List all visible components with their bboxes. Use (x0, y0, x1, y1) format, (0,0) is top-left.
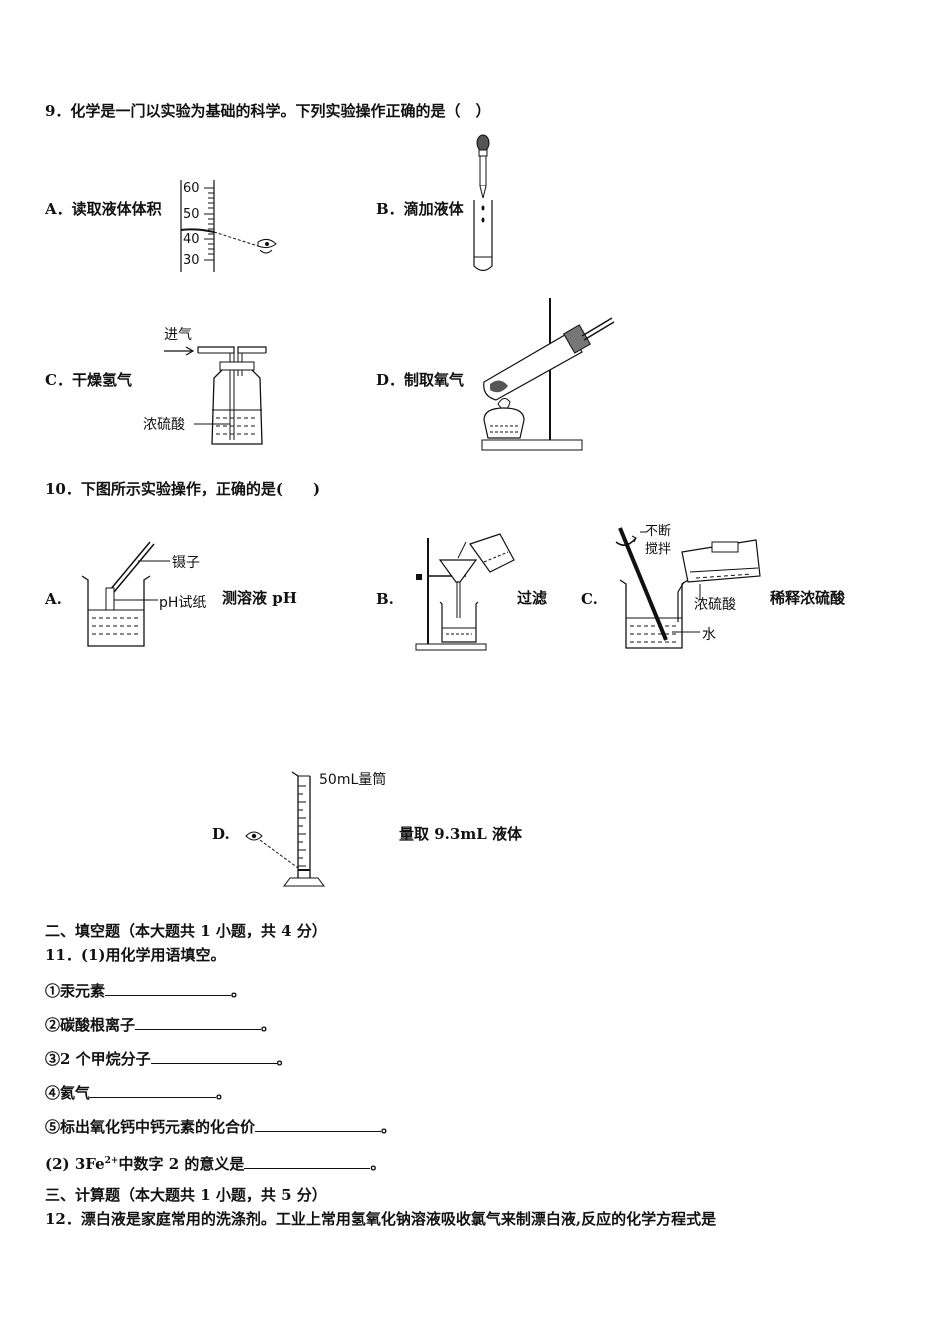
stir-label-2: 搅拌 (645, 542, 672, 557)
stir-label-1: 不断 (645, 524, 672, 539)
q9-dropper-figure (468, 132, 498, 277)
section3-heading: 三、计算题（本大题共 1 小题，共 5 分） (45, 1186, 327, 1204)
cylinder-capacity-label: 50mL量筒 (319, 772, 387, 788)
gas-inlet-label: 进气 (164, 327, 192, 343)
q9-gas-washing-bottle-figure (140, 320, 280, 455)
sulfuric-acid-label: 浓硫酸 (143, 417, 185, 433)
q11-item-3: ③2 个甲烷分子 。 (45, 1049, 292, 1068)
period: 。 (276, 1050, 292, 1068)
q10-option-b-letter: B. (376, 590, 394, 608)
q9-option-a: A．读取液体体积 (45, 200, 162, 218)
concentrated-acid-label: 浓硫酸 (694, 597, 736, 613)
q9-option-c: C．干燥氢气 (45, 371, 132, 389)
answer-blank-5[interactable] (255, 1117, 382, 1132)
q10-option-a-letter: A. (45, 590, 62, 608)
q11-part-2: (2) 3Fe2+中数字 2 的意义是 。 (45, 1152, 385, 1173)
q10-option-c-letter: C. (581, 590, 598, 608)
q9-stem: 9．化学是一门以实验为基础的科学。下列实验操作正确的是（ ） (45, 102, 491, 120)
answer-blank-3[interactable] (150, 1049, 277, 1064)
answer-blank-6[interactable] (244, 1154, 371, 1169)
q11-part-2-prefix: (2) 3Fe (45, 1155, 105, 1173)
scale-label-40: 40 (183, 232, 200, 247)
q11-item-3-text: ③2 个甲烷分子 (45, 1050, 151, 1068)
scale-label-50: 50 (183, 207, 200, 222)
q11-item-1: ①汞元素 。 (45, 981, 246, 1000)
ph-paper-label: pH试纸 (159, 595, 207, 611)
q11-item-1-text: ①汞元素 (45, 982, 106, 1000)
charge-superscript: 2+ (104, 1156, 119, 1166)
q11-item-5-text: ⑤标出氧化钙中钙元素的化合价 (45, 1118, 256, 1136)
q10-option-b-text: 过滤 (517, 589, 548, 607)
answer-blank-2[interactable] (135, 1015, 262, 1030)
q9-option-b: B．滴加液体 (376, 200, 464, 218)
scale-label-30: 30 (183, 253, 200, 268)
q10-option-c-text: 稀释浓硫酸 (770, 589, 846, 607)
period: 。 (231, 982, 247, 1000)
q10-option-d-letter: D. (212, 825, 230, 843)
period: 。 (370, 1155, 386, 1173)
q11-stem: 11．(1)用化学用语填空。 (45, 946, 226, 964)
q10-measuring-cylinder-figure (240, 766, 330, 892)
q11-part-2-text: 中数字 2 的意义是 (118, 1155, 245, 1173)
q9-option-d: D．制取氧气 (376, 371, 465, 389)
water-label: 水 (702, 627, 716, 643)
q10-dilution-figure (612, 522, 762, 657)
q10-filtration-figure (412, 530, 522, 655)
q9-graduated-scale-figure (176, 178, 286, 274)
q9-oxygen-apparatus-figure (470, 292, 620, 457)
q11-item-2-text: ②碳酸根离子 (45, 1016, 136, 1034)
q11-item-5: ⑤标出氧化钙中钙元素的化合价 。 (45, 1117, 396, 1136)
q12-stem: 12．漂白液是家庭常用的洗涤剂。工业上常用氢氧化钠溶液吸收氯气来制漂白液,反应的… (45, 1210, 717, 1228)
q10-option-a-text: 测溶液 pH (222, 589, 297, 607)
q11-item-4: ④氦气 。 (45, 1083, 231, 1102)
period: 。 (381, 1118, 397, 1136)
tweezers-label: 镊子 (172, 555, 200, 571)
q11-item-2: ②碳酸根离子 。 (45, 1015, 276, 1034)
answer-blank-4[interactable] (90, 1083, 217, 1098)
period: 。 (216, 1084, 232, 1102)
q10-option-d-text: 量取 9.3mL 液体 (399, 825, 522, 843)
section2-heading: 二、填空题（本大题共 1 小题，共 4 分） (45, 922, 327, 940)
scale-label-60: 60 (183, 181, 200, 196)
period: 。 (261, 1016, 277, 1034)
q11-item-4-text: ④氦气 (45, 1084, 91, 1102)
q10-ph-test-figure (78, 538, 218, 653)
answer-blank-1[interactable] (105, 981, 232, 996)
q10-stem: 10．下图所示实验操作，正确的是( ) (45, 480, 321, 498)
